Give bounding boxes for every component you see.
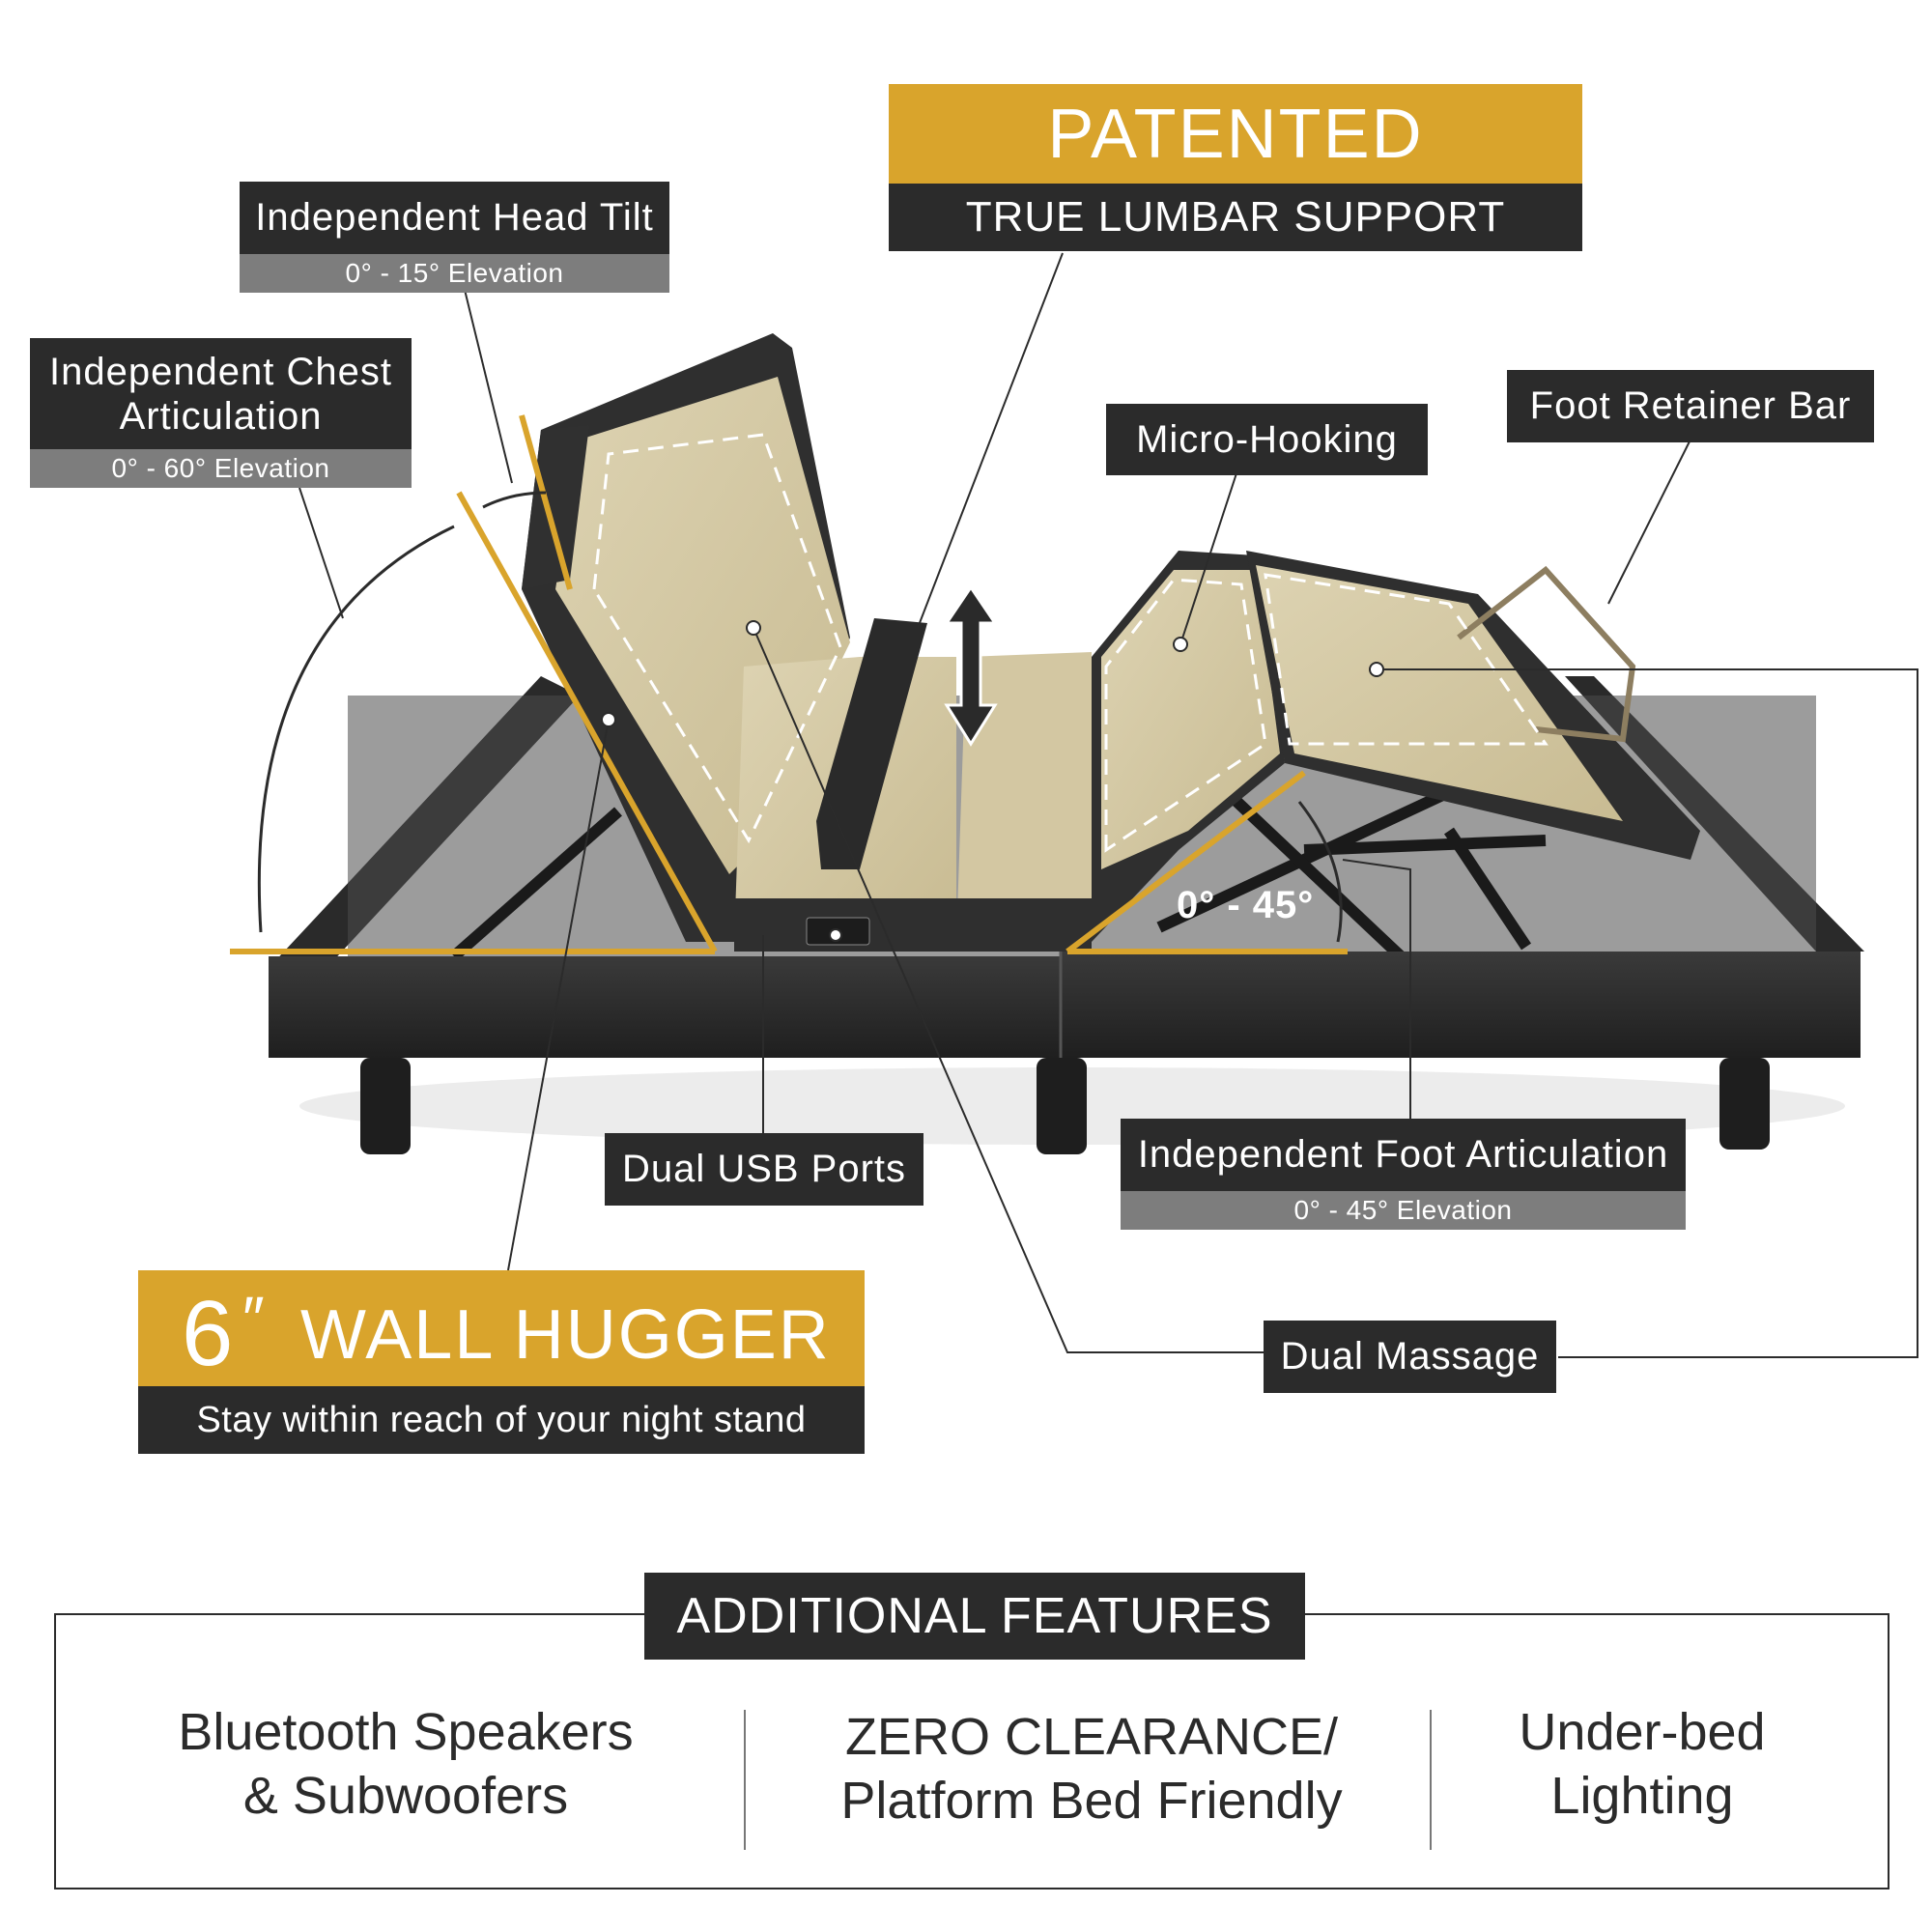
usb-label: Dual USB Ports — [621, 1148, 907, 1190]
feature-bluetooth-line1: Bluetooth Speakers — [178, 1703, 634, 1761]
patented-banner: PATENTED — [889, 84, 1582, 184]
callout-dots — [601, 620, 1384, 942]
lumbar-right — [956, 652, 1092, 942]
massage-zones — [592, 433, 1548, 853]
foot-angle-label: 0° - 45° — [1177, 884, 1315, 926]
massage-label: Dual Massage — [1280, 1335, 1540, 1378]
wall-hugger-number: 6 — [182, 1282, 234, 1385]
angle-arcs — [257, 491, 1343, 943]
massage-callout: Dual Massage — [1264, 1321, 1556, 1393]
wall-hugger-unit: ″ — [242, 1284, 265, 1353]
feature-bluetooth: Bluetooth Speakers & Subwoofers — [116, 1700, 696, 1828]
feature-bluetooth-line2: & Subwoofers — [242, 1767, 569, 1825]
foot-leg-surface — [1256, 565, 1623, 821]
feature-divider — [744, 1710, 746, 1850]
metal-linkages — [450, 786, 1547, 961]
feature-lighting: Under-bed Lighting — [1449, 1700, 1835, 1828]
chest-label-line2: Articulation — [119, 394, 323, 438]
feature-zero-clearance-line1: ZERO CLEARANCE/ — [844, 1708, 1339, 1766]
foot-articulation-callout: Independent Foot Articulation — [1121, 1119, 1686, 1191]
chest-range: 0° - 60° Elevation — [111, 453, 330, 483]
lumbar-up-down-arrow — [944, 584, 998, 747]
lumbar-support-label: TRUE LUMBAR SUPPORT — [965, 193, 1506, 241]
feature-zero-clearance-line2: Platform Bed Friendly — [840, 1772, 1343, 1830]
head-tilt-range: 0° - 15° Elevation — [345, 258, 564, 288]
angle-guides — [230, 414, 1348, 954]
foot-retainer-bar — [1457, 565, 1636, 743]
leg — [1719, 1058, 1770, 1150]
patented-title: PATENTED — [1047, 95, 1424, 173]
foot-articulation-label: Independent Foot Articulation — [1137, 1133, 1669, 1176]
base-frame-right — [1061, 952, 1861, 1058]
leg — [360, 1058, 411, 1154]
wall-hugger-banner: 6 ″ WALL HUGGER — [138, 1270, 865, 1386]
leg — [1037, 1058, 1087, 1154]
chest-callout: Independent Chest Articulation — [30, 338, 412, 449]
usb-callout: Dual USB Ports — [605, 1133, 923, 1206]
additional-features-header: ADDITIONAL FEATURES — [644, 1573, 1305, 1660]
micro-hooking-callout: Micro-Hooking — [1106, 404, 1428, 475]
head-tilt-range-bar: 0° - 15° Elevation — [240, 254, 669, 293]
micro-hooking-label: Micro-Hooking — [1136, 417, 1398, 461]
feature-divider — [1430, 1710, 1432, 1850]
head-tilt-callout: Independent Head Tilt — [240, 182, 669, 254]
chest-range-bar: 0° - 60° Elevation — [30, 449, 412, 488]
wall-hugger-subtitle: Stay within reach of your night stand — [196, 1399, 807, 1440]
additional-features-title: ADDITIONAL FEATURES — [676, 1588, 1273, 1644]
lumbar-bar — [816, 618, 927, 869]
foot-thigh-surface — [1101, 570, 1280, 869]
lumbar-base — [734, 898, 1092, 952]
feature-zero-clearance: ZERO CLEARANCE/ Platform Bed Friendly — [773, 1705, 1410, 1833]
head-tilt-label: Independent Head Tilt — [255, 196, 654, 239]
lumbar-support-banner: TRUE LUMBAR SUPPORT — [889, 184, 1582, 251]
foot-articulation-range: 0° - 45° Elevation — [1293, 1195, 1513, 1225]
foot-retainer-label: Foot Retainer Bar — [1529, 384, 1852, 427]
feature-lighting-line2: Lighting — [1550, 1767, 1734, 1825]
base-frame-left — [269, 956, 1061, 1058]
chest-label-line1: Independent Chest — [48, 350, 393, 393]
foot-retainer-callout: Foot Retainer Bar — [1507, 370, 1874, 442]
wall-hugger-subtitle-bar: Stay within reach of your night stand — [138, 1386, 865, 1454]
foot-articulation-range-bar: 0° - 45° Elevation — [1121, 1191, 1686, 1230]
wall-hugger-title: WALL HUGGER — [300, 1296, 831, 1374]
feature-lighting-line1: Under-bed — [1519, 1703, 1766, 1761]
